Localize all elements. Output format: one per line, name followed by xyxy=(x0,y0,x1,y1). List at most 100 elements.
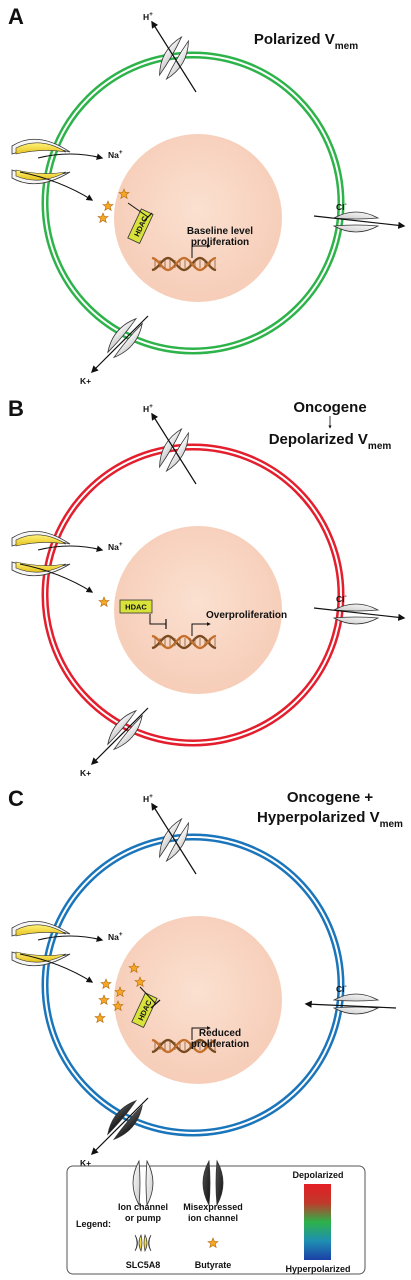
channel-half-right xyxy=(165,821,189,863)
cl-channel xyxy=(332,603,380,625)
outcome-label: proliferation xyxy=(191,1039,249,1050)
na-ion-label: Na+ xyxy=(108,149,123,160)
legend-butyrate-label: Butyrate xyxy=(195,1260,232,1270)
butyrate-star xyxy=(94,1012,106,1023)
legend-slc-label: SLC5A8 xyxy=(126,1260,161,1270)
inhibition-bar xyxy=(150,999,161,1009)
legend-slc-icon xyxy=(134,1233,152,1253)
membrane-inner-line xyxy=(44,836,342,1134)
na-ion-label: Na+ xyxy=(108,541,123,552)
slc-inner-bottom xyxy=(15,561,67,573)
cl-arrow xyxy=(304,1000,397,1009)
butyrate-uptake-arrow xyxy=(19,563,94,593)
title-oncogene: Oncogene xyxy=(293,399,366,416)
hdac-box: HDAC xyxy=(119,599,153,614)
channel-half-right xyxy=(332,616,380,625)
butyrate-star xyxy=(102,200,114,211)
outcome-label: Overproliferation xyxy=(206,610,287,621)
k-channel xyxy=(107,1099,143,1141)
channel-half-right xyxy=(332,224,380,233)
dna-helix xyxy=(151,634,217,650)
outcome-label: Reduced xyxy=(199,1028,241,1039)
butyrate-star xyxy=(97,212,109,223)
transcription-arrow xyxy=(191,622,211,636)
slc-inner-top xyxy=(15,142,67,155)
nucleus xyxy=(114,916,282,1084)
slc-inner-top xyxy=(15,924,67,937)
title-vmem: Hyperpolarized Vmem xyxy=(257,809,403,830)
channel-half-left xyxy=(107,317,138,354)
butyrate-star xyxy=(98,994,110,1005)
channel-half-right xyxy=(165,39,189,81)
h-channel xyxy=(159,817,189,863)
outcome-label: proliferation xyxy=(191,237,249,248)
butyrate-uptake-arrow xyxy=(19,953,94,983)
slc-inner-bottom xyxy=(15,951,67,963)
panel-letter: A xyxy=(8,4,24,29)
nucleus xyxy=(114,526,282,694)
title-vmem: Depolarized Vmem xyxy=(269,431,392,452)
k-ion-label: K+ xyxy=(80,376,91,386)
title-oncogene: Oncogene + xyxy=(287,789,374,806)
cl-ion-label: Cl- xyxy=(336,201,347,212)
legend-misexpressed-label: ion channel xyxy=(188,1213,238,1223)
inhibition-bar xyxy=(143,212,153,222)
outcome-label: Baseline level xyxy=(187,226,253,237)
slc-inner-top xyxy=(15,534,67,547)
na-arrow xyxy=(37,153,104,160)
legend-depolarized-label: Depolarized xyxy=(292,1170,343,1180)
cl-arrow xyxy=(313,215,406,229)
butyrate-hdac-inhibit xyxy=(127,202,149,218)
h-channel xyxy=(159,35,189,81)
k-channel xyxy=(107,709,143,751)
channel-half-left xyxy=(332,993,380,1002)
channel-half-right xyxy=(145,1159,154,1207)
transcription-arrow xyxy=(191,244,211,258)
na-ion-label: Na+ xyxy=(108,931,123,942)
na-arrow xyxy=(37,935,104,942)
channel-half-right xyxy=(165,431,189,473)
legend-ion-channel-icon xyxy=(132,1159,154,1207)
hdac-dna-inhibit xyxy=(149,614,166,625)
channel-half-left xyxy=(159,427,183,469)
channel-half-left xyxy=(159,817,183,859)
channel-half-left xyxy=(107,709,138,746)
slc-inner-bottom xyxy=(15,169,67,181)
membrane-inner-line xyxy=(44,446,342,744)
h-ion-label: H+ xyxy=(143,11,153,22)
dna-helix xyxy=(151,256,217,272)
transcription-arrow xyxy=(191,1026,211,1040)
cl-arrow xyxy=(313,607,406,621)
butyrate-hdac-inhibit xyxy=(139,986,157,1005)
h-arrow xyxy=(151,20,197,93)
legend-color-scale xyxy=(304,1184,331,1260)
legend-misexpressed-icon xyxy=(202,1159,224,1207)
dna-helix xyxy=(151,1038,217,1054)
butyrate-star xyxy=(98,596,110,607)
k-channel xyxy=(107,317,143,359)
na-arrow xyxy=(37,545,104,552)
butyrate-uptake-arrow xyxy=(19,171,94,201)
h-ion-label: H+ xyxy=(143,793,153,804)
legend-title: Legend: xyxy=(76,1219,111,1229)
legend-ion-channel-label: Ion channel xyxy=(118,1202,168,1212)
k-ion-label: K+ xyxy=(80,768,91,778)
cl-channel xyxy=(332,211,380,233)
channel-half-left xyxy=(159,35,183,77)
panel-letter: B xyxy=(8,396,24,421)
channel-half-left xyxy=(202,1159,211,1207)
h-channel xyxy=(159,427,189,473)
h-ion-label: H+ xyxy=(143,403,153,414)
title-vmem: Polarized Vmem xyxy=(254,31,358,52)
k-arrow xyxy=(90,315,149,374)
butyrate-star xyxy=(100,978,112,989)
hdac-label: HDAC xyxy=(125,603,147,612)
channel-half-left xyxy=(132,1159,141,1207)
h-arrow xyxy=(151,412,197,485)
hdac-rect xyxy=(131,992,158,1028)
